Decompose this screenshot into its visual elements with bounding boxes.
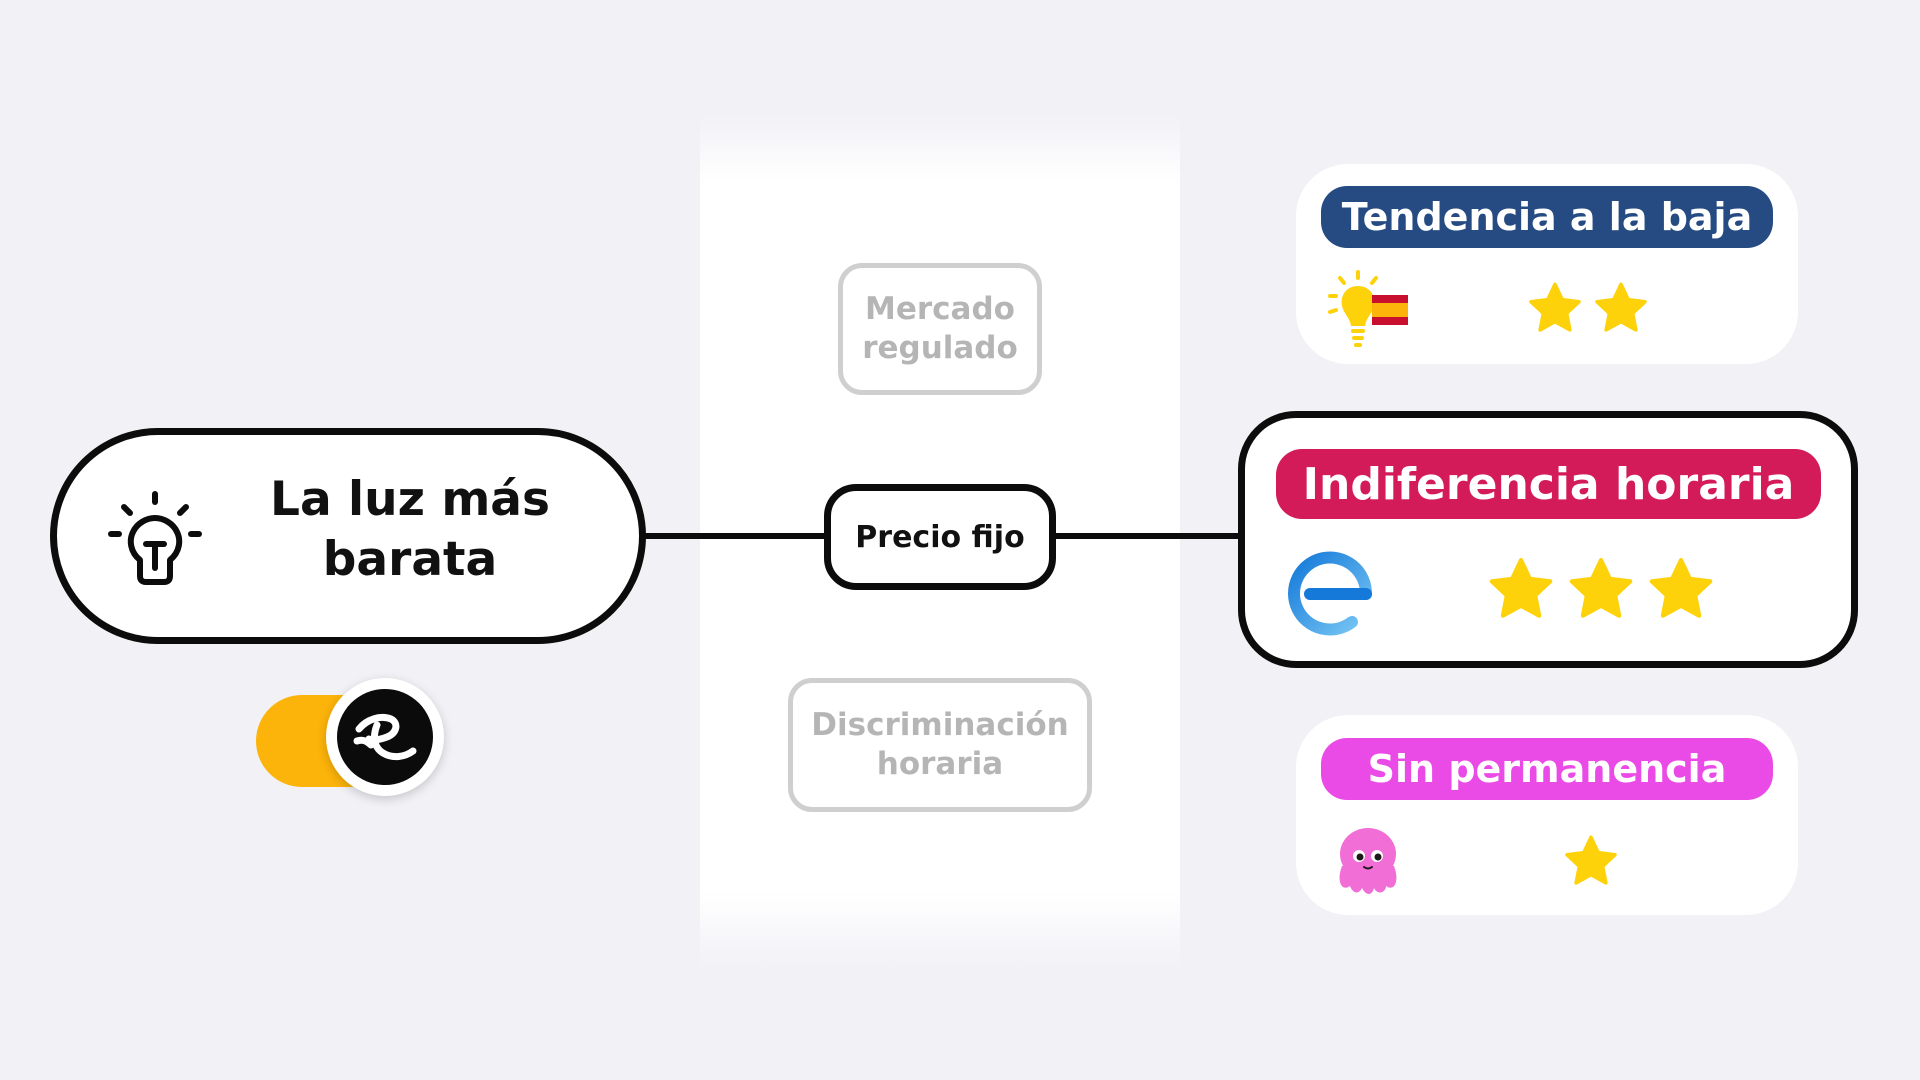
lightbulb-icon bbox=[108, 491, 202, 585]
option-label: Discriminación horaria bbox=[811, 707, 1069, 782]
rating-stars bbox=[1487, 555, 1715, 623]
e-logo-icon bbox=[1288, 551, 1373, 636]
main-node[interactable] bbox=[50, 428, 646, 644]
option-label: Mercado regulado bbox=[862, 291, 1018, 366]
star-icon bbox=[1529, 282, 1581, 332]
connector-main-to-option bbox=[640, 533, 830, 539]
card-label: Tendencia a la baja bbox=[1341, 195, 1753, 239]
star-icon bbox=[1565, 835, 1617, 885]
card-tag: Tendencia a la baja bbox=[1321, 186, 1773, 248]
card-label: Indiferencia horaria bbox=[1302, 458, 1795, 510]
card-tag: Indiferencia horaria bbox=[1276, 449, 1821, 519]
option-precio-fijo[interactable]: Precio fijo bbox=[824, 484, 1056, 590]
r-logo-icon bbox=[353, 713, 417, 761]
bulb-spain-flag-icon bbox=[1328, 270, 1408, 347]
rating-stars bbox=[1563, 833, 1619, 889]
option-discriminacion-horaria[interactable]: Discriminación horaria bbox=[788, 678, 1092, 812]
star-icon bbox=[1489, 557, 1553, 618]
main-title: La luz más barata bbox=[270, 472, 550, 587]
option-label: Precio fijo bbox=[855, 519, 1025, 555]
star-icon bbox=[1595, 282, 1647, 332]
star-icon bbox=[1649, 557, 1713, 618]
octopus-icon bbox=[1339, 828, 1397, 894]
card-label: Sin permanencia bbox=[1367, 747, 1727, 791]
rating-stars bbox=[1527, 280, 1649, 336]
card-tag: Sin permanencia bbox=[1321, 738, 1773, 800]
star-icon bbox=[1569, 557, 1633, 618]
connector-option-to-card bbox=[1050, 533, 1245, 539]
option-mercado-regulado[interactable]: Mercado regulado bbox=[838, 263, 1042, 395]
